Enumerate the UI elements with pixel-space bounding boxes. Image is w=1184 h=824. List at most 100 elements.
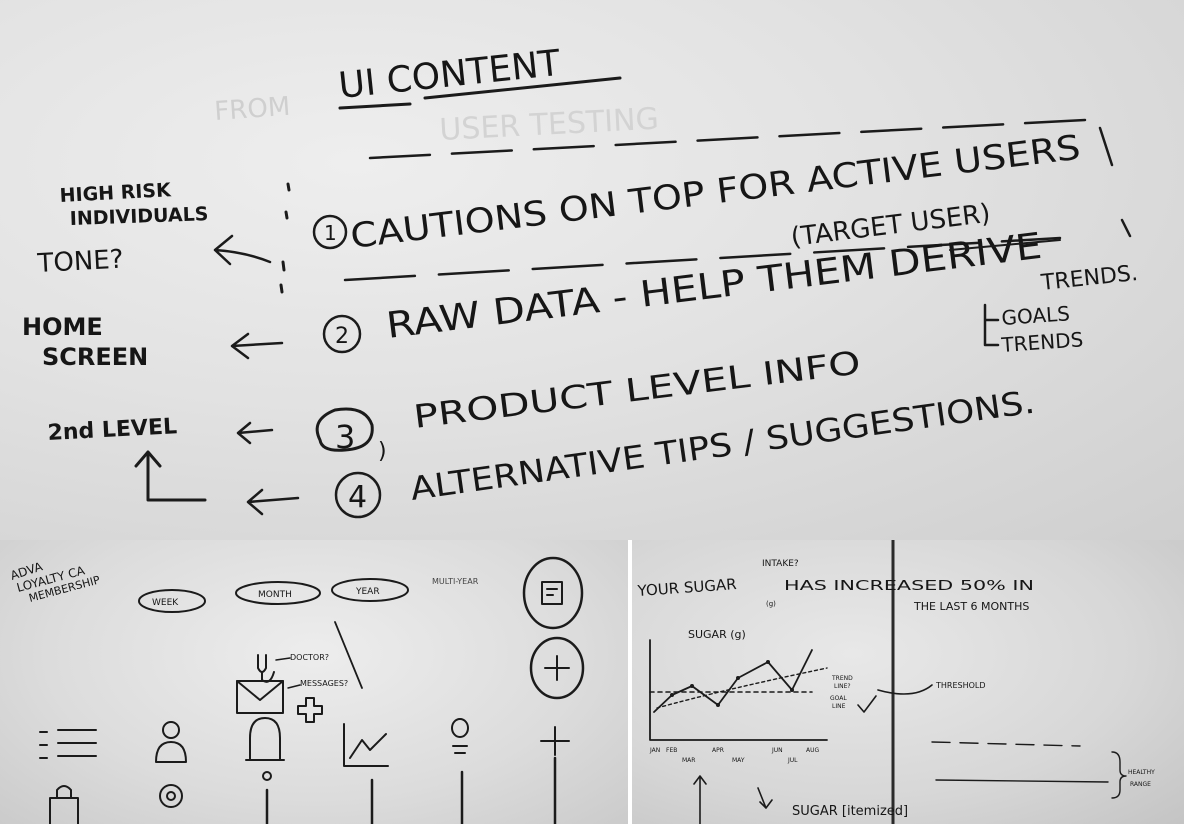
plus-icon [544, 655, 570, 681]
branch-lines [983, 303, 1000, 347]
goal-label: GOAL [830, 695, 847, 702]
number-circle-2 [322, 314, 362, 354]
whiteboard-top: FROM USER TESTING UI CONTENT HIGH RISK I… [0, 0, 1184, 540]
data-point [690, 684, 694, 688]
month-label: JUL [787, 757, 798, 764]
whiteboard-bottom-right: INTAKE? YOUR SUGAR (g) HAS INCREASED 50%… [632, 540, 1184, 824]
trend-label: TREND [831, 675, 853, 682]
whiteboard-bottom-right-drawing: INTAKE? YOUR SUGAR (g) HAS INCREASED 50%… [636, 540, 1155, 824]
plus-icon[interactable] [540, 726, 570, 756]
number-circle-3 [315, 407, 374, 452]
dashed-divider-1 [368, 118, 1087, 160]
dashed-divider-2 [343, 236, 1062, 282]
month-label: AUG [806, 747, 819, 754]
arrow-left-icon [213, 234, 272, 266]
bell-clapper [262, 771, 272, 781]
item-2-text: RAW DATA - HELP THEM DERIVE [384, 226, 1044, 347]
document-icon [541, 581, 563, 605]
week-pill[interactable] [138, 589, 206, 613]
week-pill-label: WEEK [152, 598, 179, 608]
overline [949, 239, 1061, 251]
photo-seam [628, 540, 632, 824]
dotted-separator [279, 182, 291, 294]
number-1: 1 [324, 221, 337, 245]
ghost-text-from: FROM [213, 92, 291, 127]
home-label: HOME [22, 313, 103, 341]
data-point [766, 660, 770, 664]
headline-line-1: YOUR SUGAR [636, 575, 737, 600]
month-label: JAN [649, 747, 660, 754]
year-pill-label: YEAR [355, 587, 380, 597]
month-label: APR [712, 747, 724, 754]
add-button[interactable] [529, 636, 585, 700]
whiteboard-bottom-left: ADVA LOYALTY CA MEMBERSHIP WEEK MONTH YE… [0, 540, 628, 824]
month-label: JUN [771, 747, 783, 754]
chart-icon[interactable] [343, 723, 389, 767]
healthy-range-label-2: RANGE [1130, 781, 1151, 788]
profile-head [162, 721, 180, 739]
tone-label: TONE? [36, 245, 124, 280]
month-label: MAY [732, 757, 745, 764]
trends-sub-label: TRENDS [1000, 327, 1084, 357]
chart-axes [649, 639, 828, 741]
intake-note: INTAKE? [762, 559, 799, 569]
headline-line-3: THE LAST 6 MONTHS [913, 600, 1029, 613]
paren-3: ) [378, 439, 387, 464]
profile-icon[interactable] [155, 741, 187, 763]
tick-right [1120, 218, 1132, 238]
divider-stroke [334, 621, 363, 689]
bracket-right [1098, 126, 1114, 167]
trend-label-2: LINE? [834, 683, 851, 690]
healthy-range-label: HEALTHY [1128, 769, 1155, 776]
number-3: 3 [335, 418, 355, 456]
range-brace [1111, 751, 1127, 799]
year-pill[interactable] [331, 578, 409, 602]
doctor-connector [275, 657, 291, 661]
bell-icon[interactable] [245, 717, 285, 761]
arrow-left-icon [236, 421, 274, 445]
month-pill-label: MONTH [258, 590, 292, 600]
month-label: FEB [666, 747, 677, 754]
data-point [670, 693, 674, 697]
bulb-icon[interactable] [451, 718, 469, 738]
goals-label: GOALS [1001, 301, 1071, 330]
whiteboard-top-drawing: FROM USER TESTING UI CONTENT HIGH RISK I… [22, 43, 1139, 519]
envelope-flap [236, 680, 284, 701]
month-pill[interactable] [235, 581, 321, 605]
data-point [790, 688, 794, 692]
arrow-left-icon [230, 332, 284, 360]
messages-note: MESSAGES? [300, 679, 348, 688]
range-upper [931, 741, 1081, 747]
menu-icon[interactable] [39, 729, 97, 759]
round-button-top[interactable] [522, 556, 584, 630]
ghost-text-user-testing: USER TESTING [439, 102, 660, 148]
title-underline-2 [423, 76, 622, 100]
trend-line [656, 667, 828, 709]
checkmark-icon [857, 695, 877, 713]
sugar-line [653, 649, 813, 713]
number-circle-1 [312, 214, 348, 250]
itemized-label: SUGAR [itemized] [792, 804, 908, 819]
page-title: UI CONTENT [337, 43, 564, 107]
number-4: 4 [348, 480, 367, 515]
shopping-bag-icon[interactable] [49, 785, 79, 824]
title-underline-1 [338, 102, 412, 110]
corner-arrow-up-icon [134, 450, 207, 502]
arrow-up-icon [693, 775, 707, 824]
gear-icon[interactable] [159, 784, 183, 808]
data-point [736, 676, 740, 680]
second-level-label: 2nd LEVEL [47, 414, 178, 446]
arrow-down-icon [757, 787, 773, 809]
threshold-connector [877, 684, 933, 695]
doctor-note: DOCTOR? [290, 653, 329, 662]
arrow-left-icon [246, 488, 300, 516]
envelope-icon [236, 680, 284, 714]
multi-year-label: MULTI-YEAR [432, 577, 479, 586]
grams-note: (g) [766, 600, 776, 608]
trends-label: TRENDS. [1039, 261, 1139, 296]
data-point [716, 703, 720, 707]
threshold-label: THRESHOLD [935, 681, 986, 690]
whiteboard-bottom-left-drawing: ADVA LOYALTY CA MEMBERSHIP WEEK MONTH YE… [9, 556, 585, 824]
high-risk-label: HIGH RISK [59, 179, 172, 207]
number-circle-4 [334, 471, 382, 519]
